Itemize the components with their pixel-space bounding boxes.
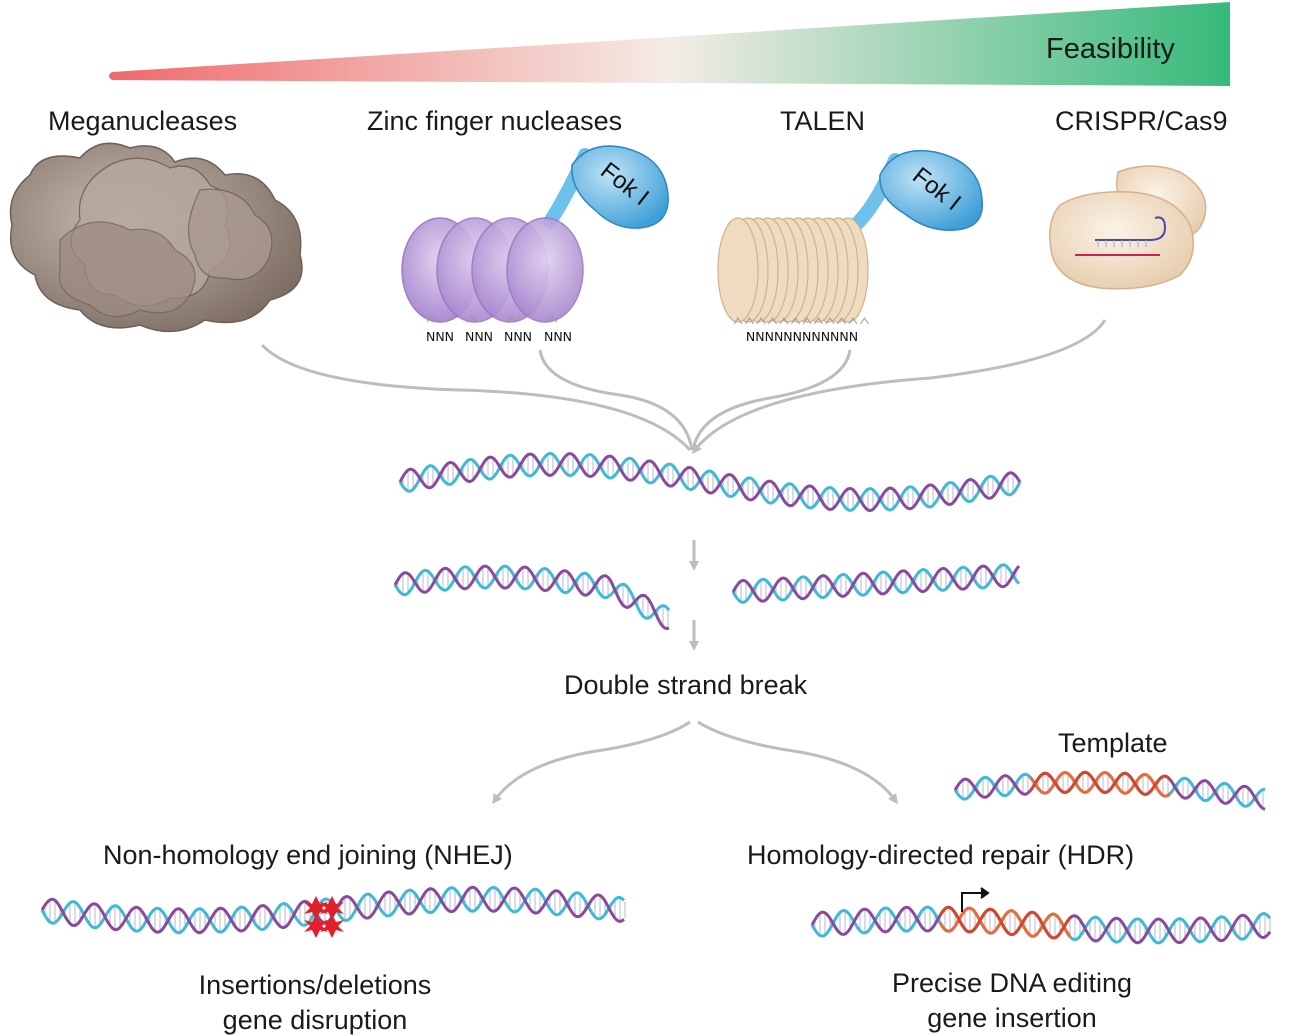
hdr-outcome-line2: gene insertion [927,1003,1097,1033]
dna-hdr-strand [810,905,1272,945]
branch-arrow-hdr [697,720,898,805]
zfn-nnn-label-1: NNN [426,329,454,344]
talen-tick [825,317,835,325]
insert-strand [938,906,1072,938]
strand [398,451,1022,512]
talen-tick [756,317,766,325]
talen-tick [837,317,846,325]
strand [731,564,1021,603]
template-label: Template [1058,728,1168,758]
talen-tick [745,317,754,325]
strand [731,563,1021,604]
converging-arrows [260,319,1107,454]
hdr-title: Homology-directed repair (HDR) [747,840,1135,870]
talen-repeat [717,217,759,323]
talen-n-label: NNNNNNNNNNNN [746,329,858,344]
crispr-label: CRISPR/Cas9 [1055,106,1228,136]
zfn-nnn-label-3: NNN [504,329,532,344]
talen-tick [733,317,743,325]
talen-tick [814,317,823,325]
indel-mark-icon [304,896,344,938]
insert-strand [1028,771,1171,798]
strand [393,564,671,620]
branch-arrow-nhej [492,720,691,805]
crispr-cas9-protein-icon [1049,165,1207,290]
talen-tick [791,317,800,325]
meganuclease-protein-icon [9,142,303,333]
zfn-nnn-label-2: NNN [465,329,493,344]
nhej-outcome-line1: Insertions/deletions [198,970,432,1000]
double-strand-break-label: Double strand break [564,670,808,700]
dna-broken-right-strand [731,563,1021,604]
dna-broken-left-strand [393,564,671,631]
promoter-arrow-icon [961,887,990,912]
hdr-outcome-line1: Precise DNA editing [891,968,1133,998]
zinc-finger-label: Zinc finger nucleases [367,106,623,136]
talen-fok-domain-icon [879,149,983,231]
strand [393,564,670,631]
talen-label: TALEN [780,106,866,136]
talen-tick [768,317,777,325]
zinc-finger-protein-icon [401,148,592,323]
insert-strand [938,905,1072,940]
feasibility-label: Feasibility [1046,33,1175,65]
nhej-title: Non-homology end joining (NHEJ) [103,840,513,870]
dna-intact-strand [398,451,1022,513]
strand [810,905,1272,945]
dna-template-strand [953,770,1266,811]
meganucleases-label: Meganucleases [48,106,238,136]
strand [398,452,1022,513]
feasibility-gradient-wedge [109,2,1230,86]
zfn-fok-domain-icon [571,145,669,229]
talen-tick [860,317,869,325]
insert-strand [1028,770,1172,796]
talen-tick [848,317,858,325]
talen-protein-icon [717,153,902,325]
talen-tick [779,317,789,325]
nhej-outcome-line2: gene disruption [222,1005,408,1035]
talen-tick [802,317,812,325]
zfn-nnn-label-4: NNN [544,329,572,344]
